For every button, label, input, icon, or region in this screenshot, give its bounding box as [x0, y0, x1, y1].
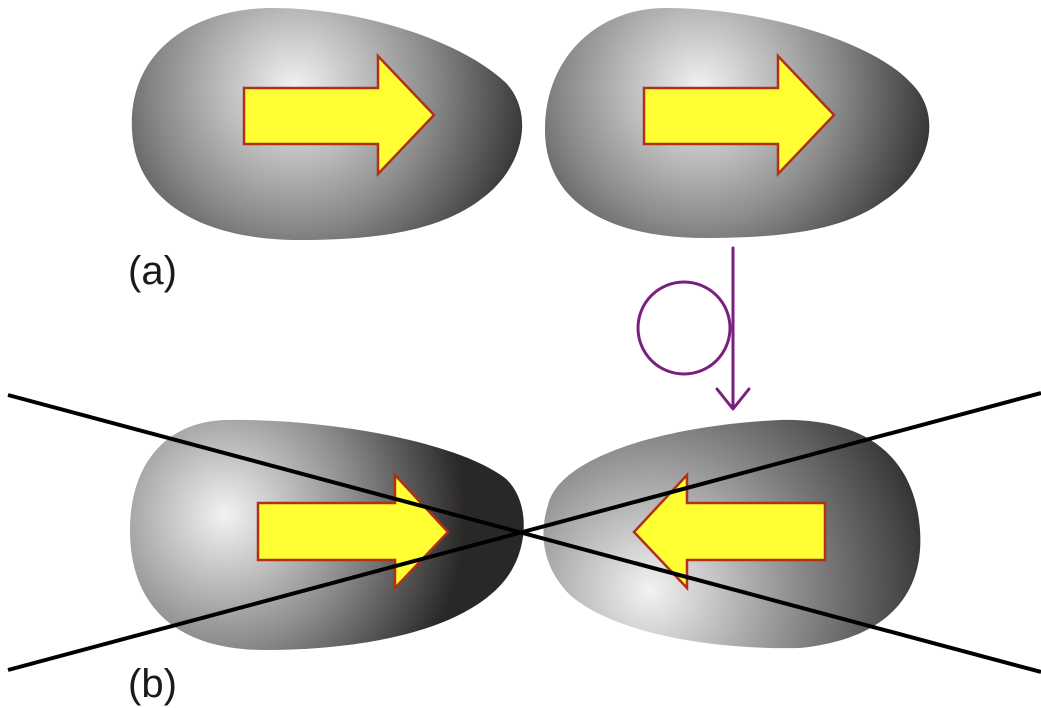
- panel-a: (a): [128, 8, 930, 293]
- bottom-right-left-arrow: [632, 471, 827, 592]
- rotation-arrow-icon: [636, 246, 751, 411]
- panel-b-label: (b): [128, 662, 177, 706]
- cross-out-lines: [7, 391, 1041, 674]
- cross-line-ascending: [7, 391, 1041, 672]
- panel-b: (b): [7, 391, 1041, 706]
- panel-a-label: (a): [128, 249, 177, 293]
- top-left-right-arrow: [242, 52, 436, 178]
- top-right-right-arrow: [642, 52, 836, 178]
